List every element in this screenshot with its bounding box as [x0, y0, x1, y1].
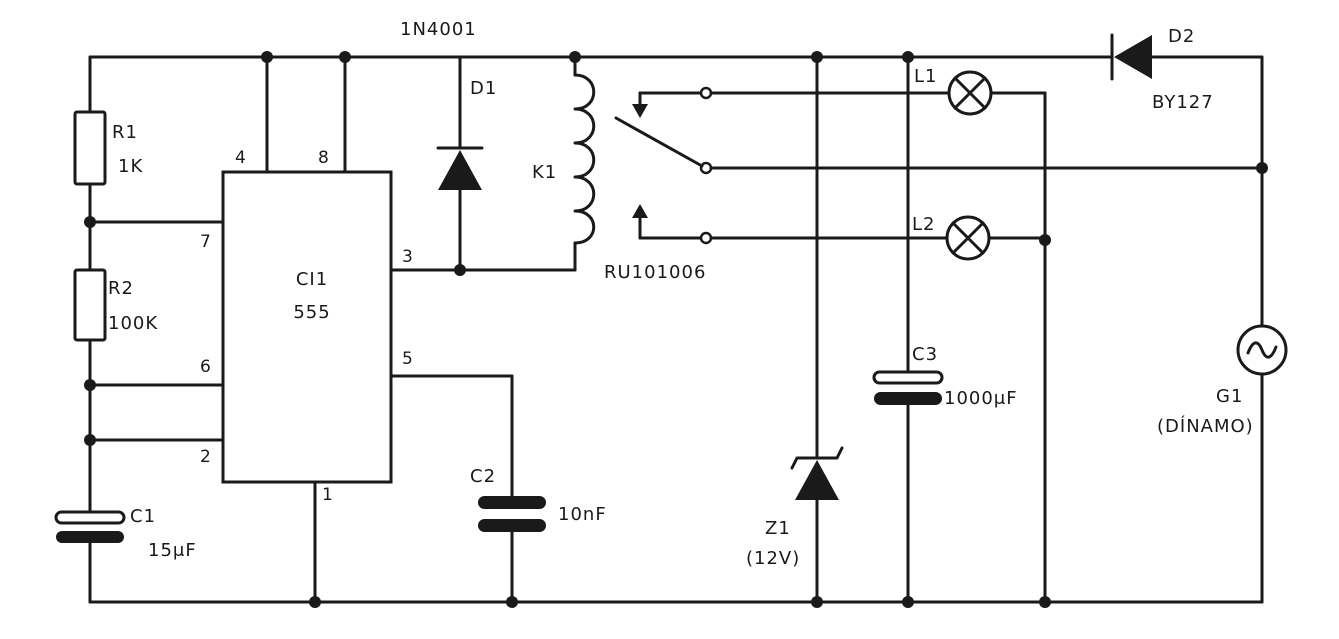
- r1-ref-label: R1: [112, 122, 138, 143]
- ic-pin-7-label: 7: [200, 232, 211, 252]
- c3-value-label: 1000μF: [944, 388, 1018, 409]
- g1-ref-label: G1: [1216, 386, 1243, 407]
- ic-pin-5-label: 5: [402, 349, 413, 369]
- ic-pin-wires: [88, 55, 577, 604]
- l2-ref-label: L2: [912, 214, 935, 235]
- zener-z1: [790, 55, 844, 604]
- ic-pin-8-label: 8: [318, 148, 329, 168]
- ic-pin-1-label: 1: [322, 485, 333, 505]
- capacitor-c1: [54, 510, 126, 543]
- d2-part-label: BY127: [1152, 92, 1214, 113]
- ic-pin-2-label: 2: [200, 447, 211, 467]
- g1-value-label: (DÍNAMO): [1157, 415, 1254, 437]
- k1-ref-label: K1: [532, 162, 557, 183]
- r2-value-label: 100K: [108, 313, 158, 334]
- c2-value-label: 10nF: [558, 504, 607, 525]
- c1-ref-label: C1: [130, 506, 156, 527]
- z1-ref-label: Z1: [765, 518, 791, 539]
- ic1-part-label: 555: [293, 302, 330, 323]
- d1-part-label: 1N4001: [400, 19, 477, 40]
- r1-value-label: 1K: [118, 156, 143, 177]
- k1-part-label: RU101006: [604, 262, 706, 283]
- capacitor-c3: [872, 55, 944, 604]
- ic1-ref-label: CI1: [296, 269, 328, 290]
- ic-pin-6-label: 6: [200, 357, 211, 377]
- relay-coil-k1: [573, 55, 596, 272]
- junction-dots: [84, 51, 1268, 608]
- resistor-r1: [73, 110, 107, 186]
- lamp-l1: [947, 70, 993, 116]
- diode-d2: [1098, 33, 1162, 81]
- r2-ref-label: R2: [108, 278, 134, 299]
- d1-ref-label: D1: [470, 78, 497, 99]
- c3-ref-label: C3: [912, 344, 938, 365]
- relay-contacts: [614, 86, 713, 245]
- lamp-wiring: [709, 91, 1264, 604]
- c1-value-label: 15μF: [148, 540, 197, 561]
- capacitor-c2: [478, 496, 546, 532]
- lamp-l2: [945, 215, 991, 261]
- top-rail-wire: [88, 55, 1264, 170]
- c2-ref-label: C2: [470, 466, 496, 487]
- resistor-r2: [73, 268, 107, 342]
- ic-555: [221, 170, 393, 484]
- generator-g1: [1236, 166, 1288, 604]
- d2-ref-label: D2: [1168, 26, 1195, 47]
- ic-pin-3-label: 3: [402, 247, 413, 267]
- z1-value-label: (12V): [746, 548, 800, 569]
- l1-ref-label: L1: [914, 66, 937, 87]
- diode-d1: [436, 55, 484, 272]
- ic-pin-4-label: 4: [235, 148, 246, 168]
